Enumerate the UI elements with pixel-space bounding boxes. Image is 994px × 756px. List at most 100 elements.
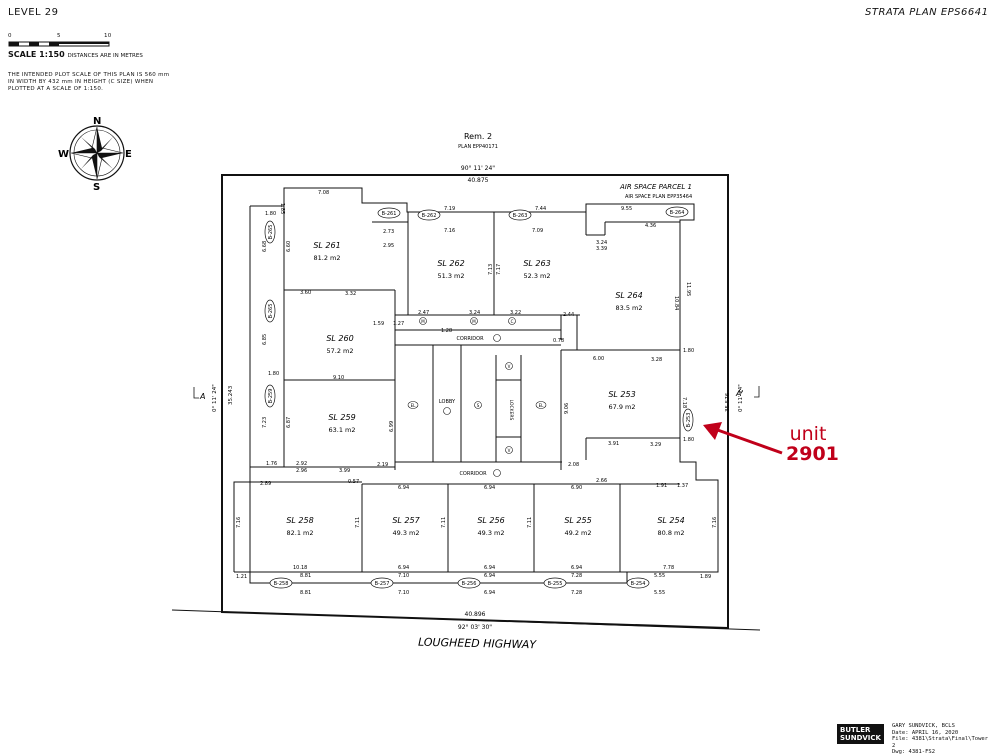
dim: 0.57 [348,479,359,485]
lot-id-263: SL 263 [523,259,550,268]
dim: 7.44 [535,206,546,212]
dim: 3.24 [469,310,480,316]
dim: 7.13 [488,264,494,275]
storage-b258: B-258 [269,577,293,589]
compass-w: W [58,149,69,160]
stair-mark-icon [474,401,482,409]
logo-line-top: BUTLER [840,726,871,734]
vent-mark-icon [505,446,513,454]
right-distance: 35.576 [725,392,731,412]
air-space-parcel: AIR SPACE PARCEL 1 [619,183,692,191]
dim: 6.94 [398,485,409,491]
dim: 2.08 [568,462,579,468]
scale-bar-graphic [8,41,110,47]
dim: 1.27 [393,321,404,327]
dim: 7.08 [318,190,329,196]
right-bearing: 0° 11' 24" [738,384,744,412]
dim: 5.55 [654,590,665,596]
dim: 3.24 [596,240,607,246]
level-label: LEVEL 29 [8,7,59,18]
dim: 2.66 [596,478,607,484]
dim: 8.81 [300,590,311,596]
logo-line-bottom: SUNDVICK [840,734,881,742]
dim: 9.10 [333,375,344,381]
lot-id-253: SL 253 [608,390,635,399]
dim: 7.17 [496,264,502,275]
dim: 2.44 [563,312,574,318]
unit-callout-number: 2901 [786,443,839,465]
storage-b256: B-256 [457,577,481,589]
dim: 3.32 [345,291,356,297]
dim: 2.47 [418,310,429,316]
m-mark-label: M [421,319,425,324]
lot-id-262: SL 262 [437,259,464,268]
stair-label: S [477,403,480,408]
storage-label: B-261 [382,211,397,217]
lot-area-262: 51.3 m2 [437,272,464,280]
lot-id-255: SL 255 [564,516,591,525]
m-mark-icon [419,317,427,325]
scale-label: SCALE 1:150 DISTANCES ARE IN METRES [8,50,143,59]
unit-callout-arrow [703,422,783,455]
lobby-label: LOBBY [439,399,456,405]
bottom-bearing: 92° 03' 30" [458,624,492,631]
street-name: LOUGHEED HIGHWAY [418,636,538,652]
storage-label: B-257 [375,581,390,587]
scale-tick-5: 5 [57,33,61,39]
dim: 3.60 [300,290,311,296]
rem-plan: PLAN EPP40171 [458,144,498,150]
storage-b257: B-257 [370,577,394,589]
dim: 7.19 [444,206,455,212]
scale-ratio: SCALE 1:150 [8,50,65,59]
scale-bar [8,34,128,53]
section-arrow-right [754,386,760,398]
lobby-mark-icon [443,407,451,415]
corridor-mark-icon [493,334,501,342]
dim: 3.91 [608,441,619,447]
dim: 6.85 [262,334,268,345]
m-mark-label: M [472,319,476,324]
storage-b263: B-263 [508,209,532,221]
dim: 2.92 [296,461,307,467]
scale-tick-0: 0 [8,33,12,39]
vent-mark-icon [505,362,513,370]
storage-label: B-253 [686,413,692,428]
left-bearing: 0° 11' 24" [212,384,218,412]
section-mark-right: A' [735,389,744,398]
storage-b264: B-264 [665,206,689,218]
vent-label: V [508,364,511,369]
lot-area-258: 82.1 m2 [286,529,313,537]
lot-id-257: SL 257 [392,516,420,525]
c-mark-label: C [511,319,514,324]
storage-b265b: B-265 [264,299,276,323]
dim: 3.28 [651,357,662,363]
dim: 7.16 [712,517,718,528]
lot-area-261: 81.2 m2 [313,254,340,262]
dim: 1.80 [265,211,276,217]
storage-label: B-255 [548,581,563,587]
dimension-labels: 7.08 1.80 7.19 7.44 7.16 7.09 9.55 4.36 … [236,190,718,596]
elevator-mark-icon [407,401,419,409]
dim: 1.76 [266,461,277,467]
storage-label: B-254 [631,581,646,587]
dim: 1.85 [279,203,285,214]
dim: 1.37 [677,483,688,489]
dim: 7.18 [681,397,687,408]
corridor-mark-icon [493,469,501,477]
dim: 7.28 [571,573,582,579]
dim: 2.89 [260,481,271,487]
surveyor-line: GARY SUNDVICK, BCLS [892,723,955,729]
storage-b253: B-253 [682,408,694,432]
dim: 4.36 [645,223,656,229]
storage-label: B-256 [462,581,477,587]
scale-note-line: IN WIDTH BY 432 mm IN HEIGHT (C SIZE) WH… [8,79,154,85]
dim: 7.16 [236,517,242,528]
unit-callout: unit 2901 [786,424,839,465]
corridor-label-lower: CORRIDOR [459,471,487,477]
building-outline [233,187,719,584]
lot-area-253: 67.9 m2 [608,403,635,411]
elevator-mark-icon [535,401,547,409]
dim: 3.29 [650,442,661,448]
dim: 6.60 [286,241,292,252]
